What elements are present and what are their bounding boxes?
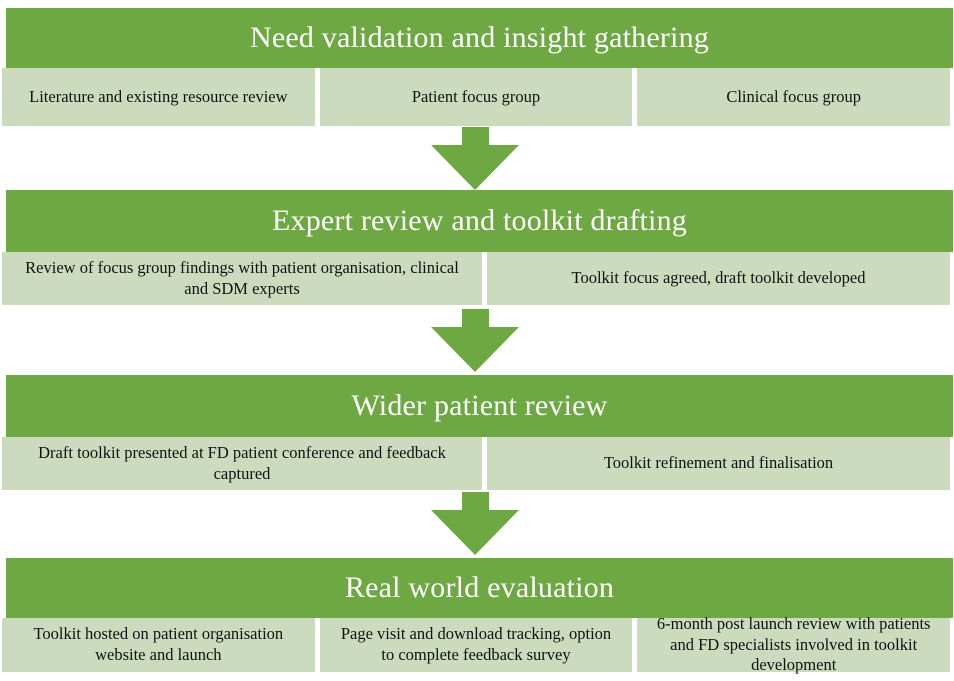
phase-title: Wider patient review — [351, 389, 608, 422]
phase-row-real-world-evaluation: Toolkit hosted on patient organisation w… — [2, 614, 951, 674]
phase-cell: Draft toolkit presented at FD patient co… — [2, 437, 482, 490]
phase-cell-label: Review of focus group findings with pati… — [25, 257, 459, 298]
down-arrow-icon — [430, 492, 520, 555]
phase-title: Real world evaluation — [344, 571, 615, 604]
phase-header-real-world-evaluation: Real world evaluation — [6, 558, 953, 618]
phase-header-expert-review: Expert review and toolkit drafting — [6, 190, 953, 252]
phase-cell-label: Patient focus group — [411, 86, 541, 106]
phase-cell: Review of focus group findings with pati… — [2, 252, 482, 305]
phase-row-expert-review: Review of focus group findings with pati… — [2, 252, 950, 305]
phase-header-wider-patient-review: Wider patient review — [6, 375, 953, 437]
phase-cell-label: Clinical focus group — [726, 86, 862, 106]
phase-cell-label: Toolkit refinement and finalisation — [603, 453, 834, 473]
phase-cell: Toolkit refinement and finalisation — [487, 437, 950, 490]
phase-cell-label: Toolkit hosted on patient organisation w… — [33, 624, 284, 664]
phase-title: Need validation and insight gathering — [250, 21, 709, 54]
phase-cell: Clinical focus group — [637, 68, 951, 126]
phase-cell-label: 6-month post launch review with patients… — [656, 614, 931, 675]
phase-cell: Toolkit hosted on patient organisation w… — [2, 618, 315, 672]
phase-cell-label: Toolkit focus agreed, draft toolkit deve… — [571, 268, 866, 288]
phase-row-need-validation: Literature and existing resource review … — [2, 68, 951, 126]
arrow-head — [431, 145, 519, 190]
arrow-stem — [461, 492, 489, 510]
phase-header-need-validation: Need validation and insight gathering — [6, 8, 953, 68]
phase-title: Expert review and toolkit drafting — [271, 204, 687, 237]
phase-cell: 6-month post launch review with patients… — [637, 614, 951, 674]
phase-cell: Toolkit focus agreed, draft toolkit deve… — [487, 252, 950, 305]
arrow-head — [431, 510, 519, 555]
phase-cell-label: Literature and existing resource review — [29, 86, 288, 106]
phase-cell: Patient focus group — [319, 68, 633, 126]
phase-cell: Literature and existing resource review — [2, 68, 315, 126]
down-arrow-icon — [430, 127, 520, 190]
down-arrow-icon — [430, 309, 520, 372]
arrow-stem — [461, 127, 489, 145]
arrow-head — [431, 327, 519, 372]
phase-row-wider-patient-review: Draft toolkit presented at FD patient co… — [2, 437, 950, 490]
arrow-stem — [461, 309, 489, 327]
phase-cell-label: Page visit and download tracking, option… — [340, 624, 612, 664]
phase-cell: Page visit and download tracking, option… — [319, 618, 633, 672]
phase-cell-label: Draft toolkit presented at FD patient co… — [38, 442, 446, 483]
